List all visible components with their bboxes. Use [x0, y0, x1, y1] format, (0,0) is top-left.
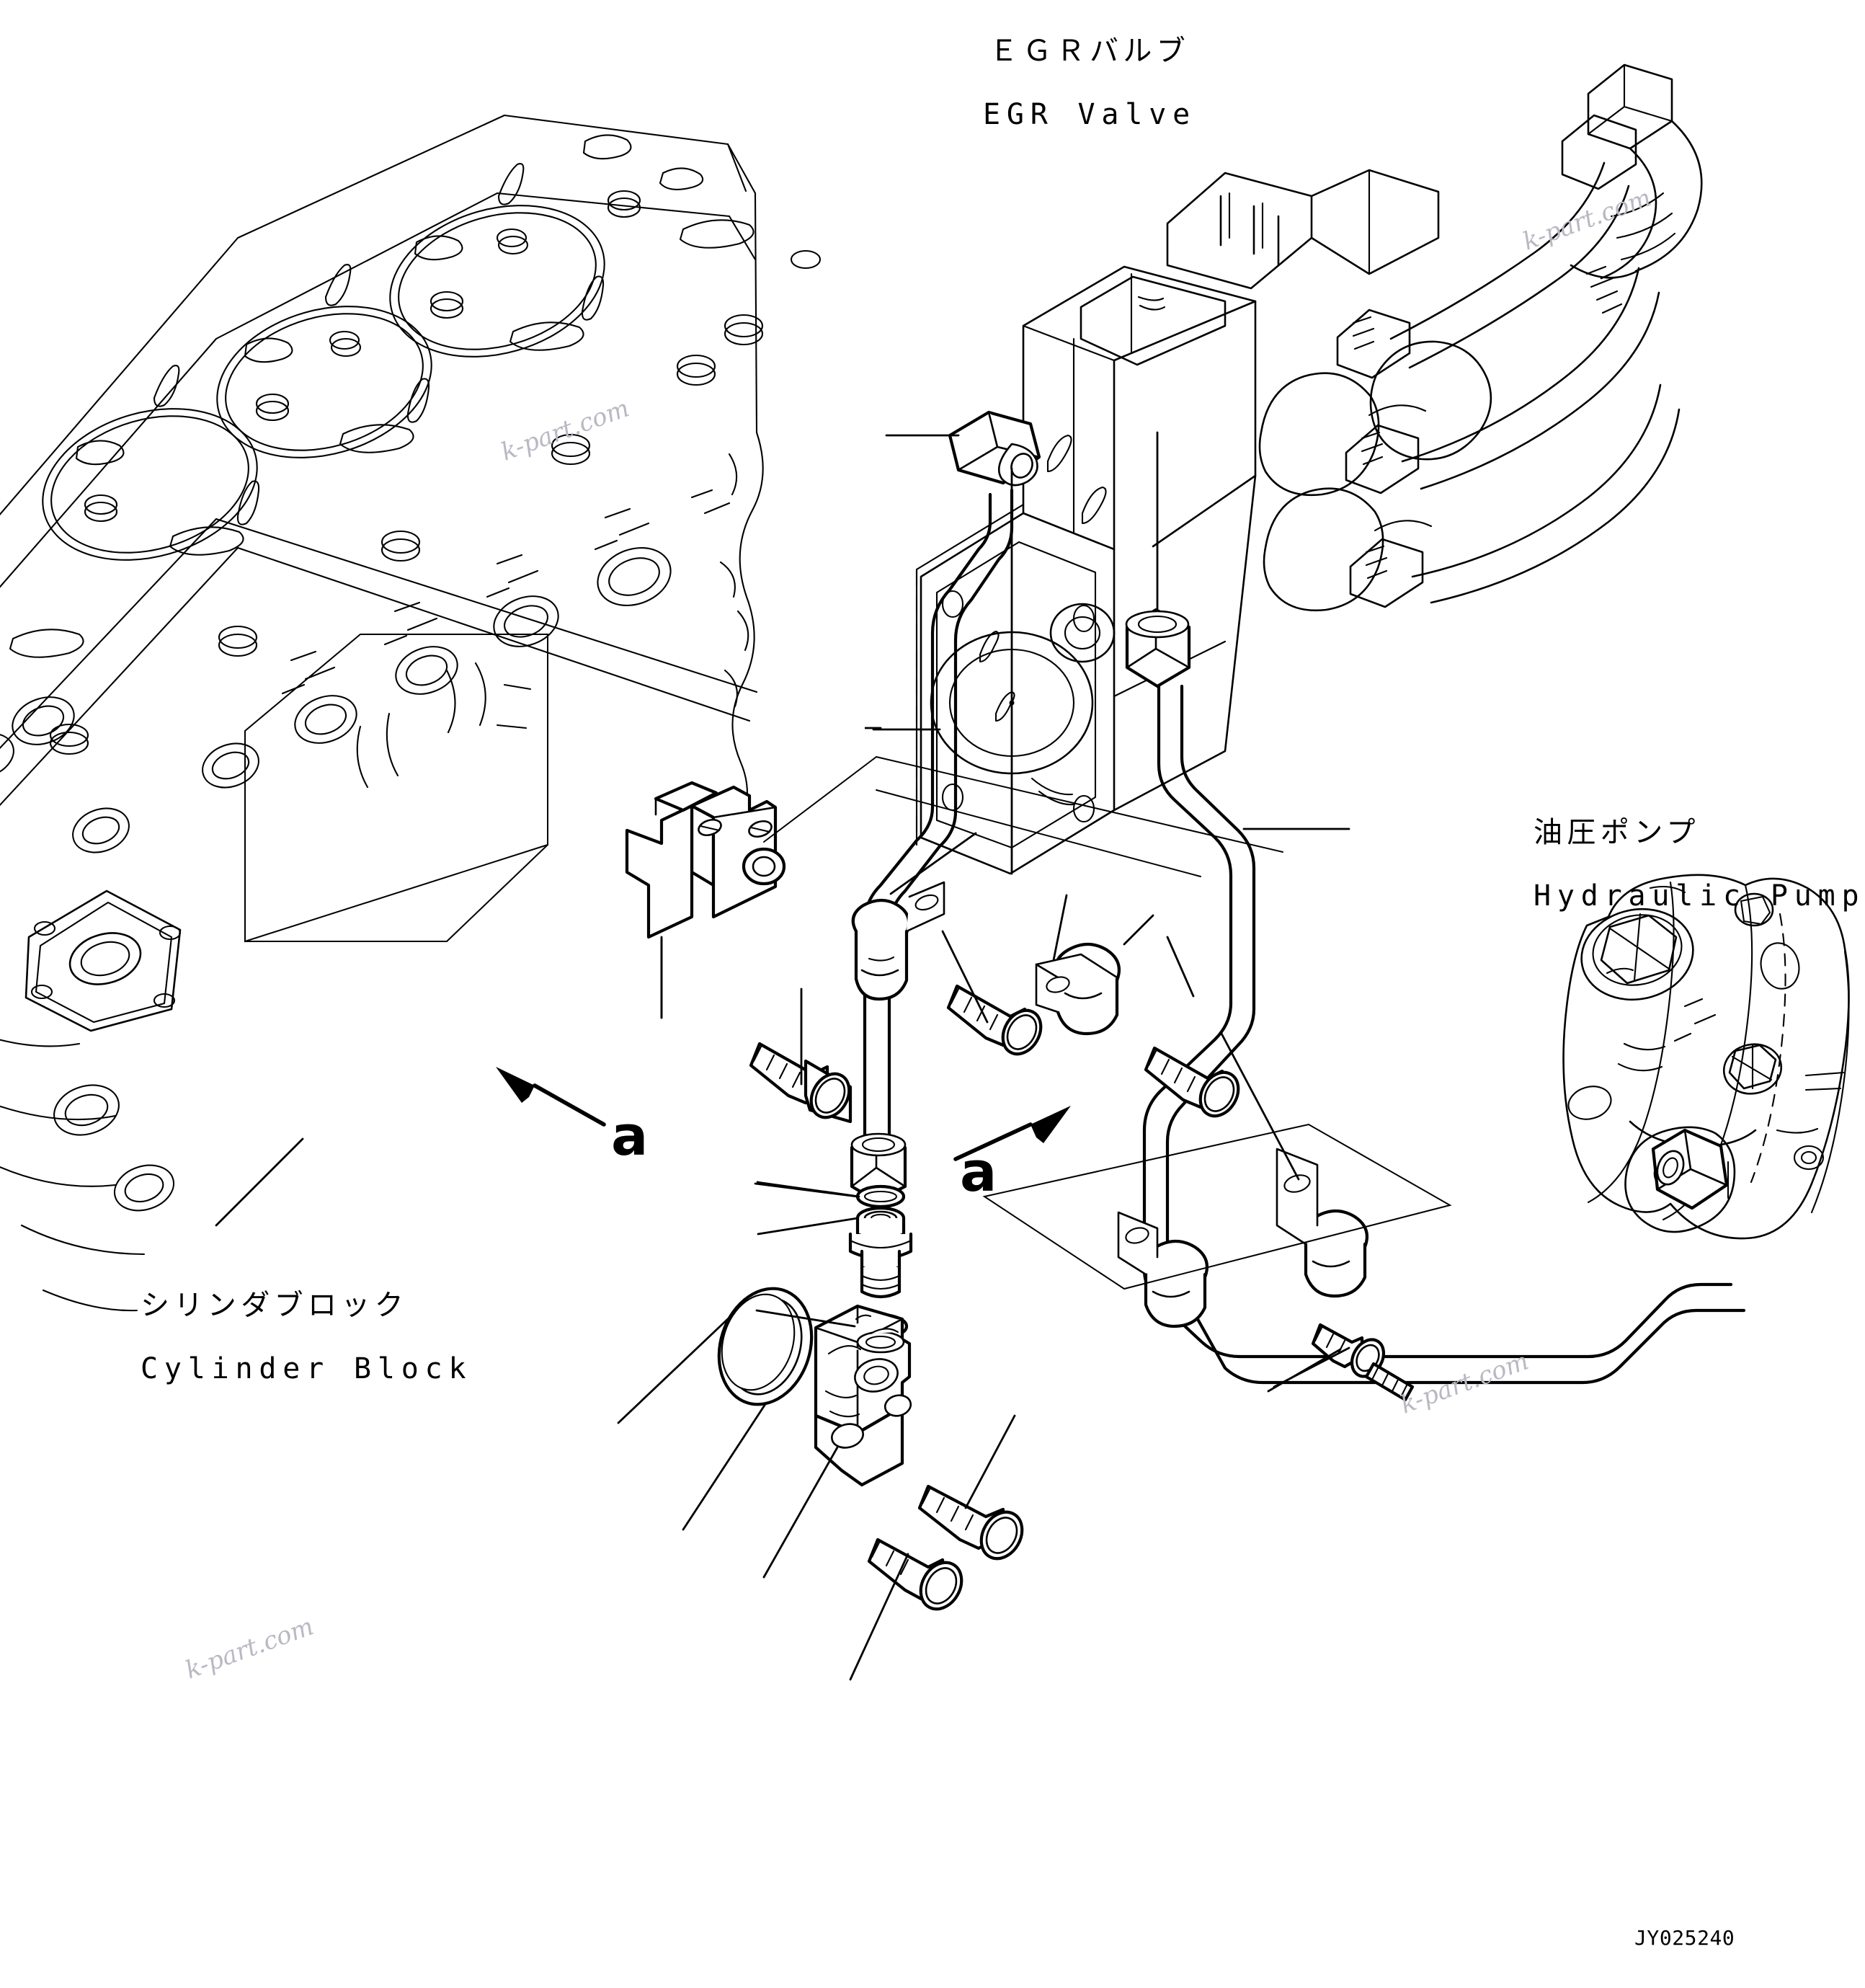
union-nut-pump	[1651, 1128, 1729, 1210]
egr-solenoids	[1258, 309, 1492, 612]
leader-lines	[215, 431, 1350, 1681]
clamp-right-tube-lower-right	[1276, 1148, 1368, 1298]
label-hydraulic-pump: 油圧ポンプ Hydraulic Pump	[1534, 787, 1865, 942]
bolt-bracket	[749, 1042, 853, 1124]
label-hydraulic-pump-jp: 油圧ポンプ	[1534, 816, 1700, 850]
union-nut-lower-left	[850, 1132, 907, 1203]
section-arrow-left	[496, 1067, 606, 1127]
mounting-bracket	[625, 781, 786, 939]
section-mark-a-left: a	[611, 1104, 649, 1168]
tube-right	[1125, 608, 1746, 1385]
bolt-clamp-right-upper	[1144, 1046, 1240, 1118]
union-nut-upper-right	[1125, 608, 1191, 688]
egr-valve-drawing	[915, 63, 1703, 875]
section-arrow-right	[953, 1106, 1071, 1161]
section-mark-a-right: a	[960, 1140, 997, 1204]
bolt-manifold-upper	[917, 1484, 1024, 1561]
cast-texture	[281, 453, 749, 708]
phantom-planes	[763, 756, 1452, 1290]
tube-left	[850, 410, 1041, 1203]
hydraulic-pump-drawing	[1562, 874, 1850, 1240]
label-cylinder-block-en: Cylinder Block	[141, 1352, 473, 1385]
manifold-block	[814, 1304, 912, 1487]
clamp-right-tube-lower-left	[1117, 1211, 1209, 1328]
union-nut-upper-left	[948, 410, 1041, 487]
label-egr-valve: ＥＧＲバルブ EGR Valve	[931, 6, 1248, 161]
stud-bolt	[1311, 1323, 1415, 1402]
clamp-right-tube-upper	[1035, 942, 1121, 1036]
label-hydraulic-pump-en: Hydraulic Pump	[1534, 879, 1865, 913]
connector-fitting	[848, 1206, 913, 1299]
drawing-number: JY025240	[1634, 1926, 1735, 1950]
label-cylinder-block-jp: シリンダブロック	[141, 1289, 409, 1323]
oring-large	[717, 1287, 814, 1406]
label-egr-valve-jp: ＥＧＲバルブ	[989, 35, 1190, 68]
bolt-clamp-left	[946, 984, 1043, 1056]
cylinder-block-drawing	[0, 114, 822, 1312]
label-cylinder-block: シリンダブロック Cylinder Block	[141, 1260, 501, 1415]
bolt-manifold-lower	[867, 1537, 963, 1611]
side-face-bosses	[0, 547, 672, 853]
label-egr-valve-en: EGR Valve	[983, 97, 1196, 131]
deck-passages	[9, 134, 755, 658]
deck-bolt-holes	[49, 190, 822, 755]
oring-small-upper	[855, 1184, 906, 1209]
clamp-left-tube	[851, 881, 945, 1001]
